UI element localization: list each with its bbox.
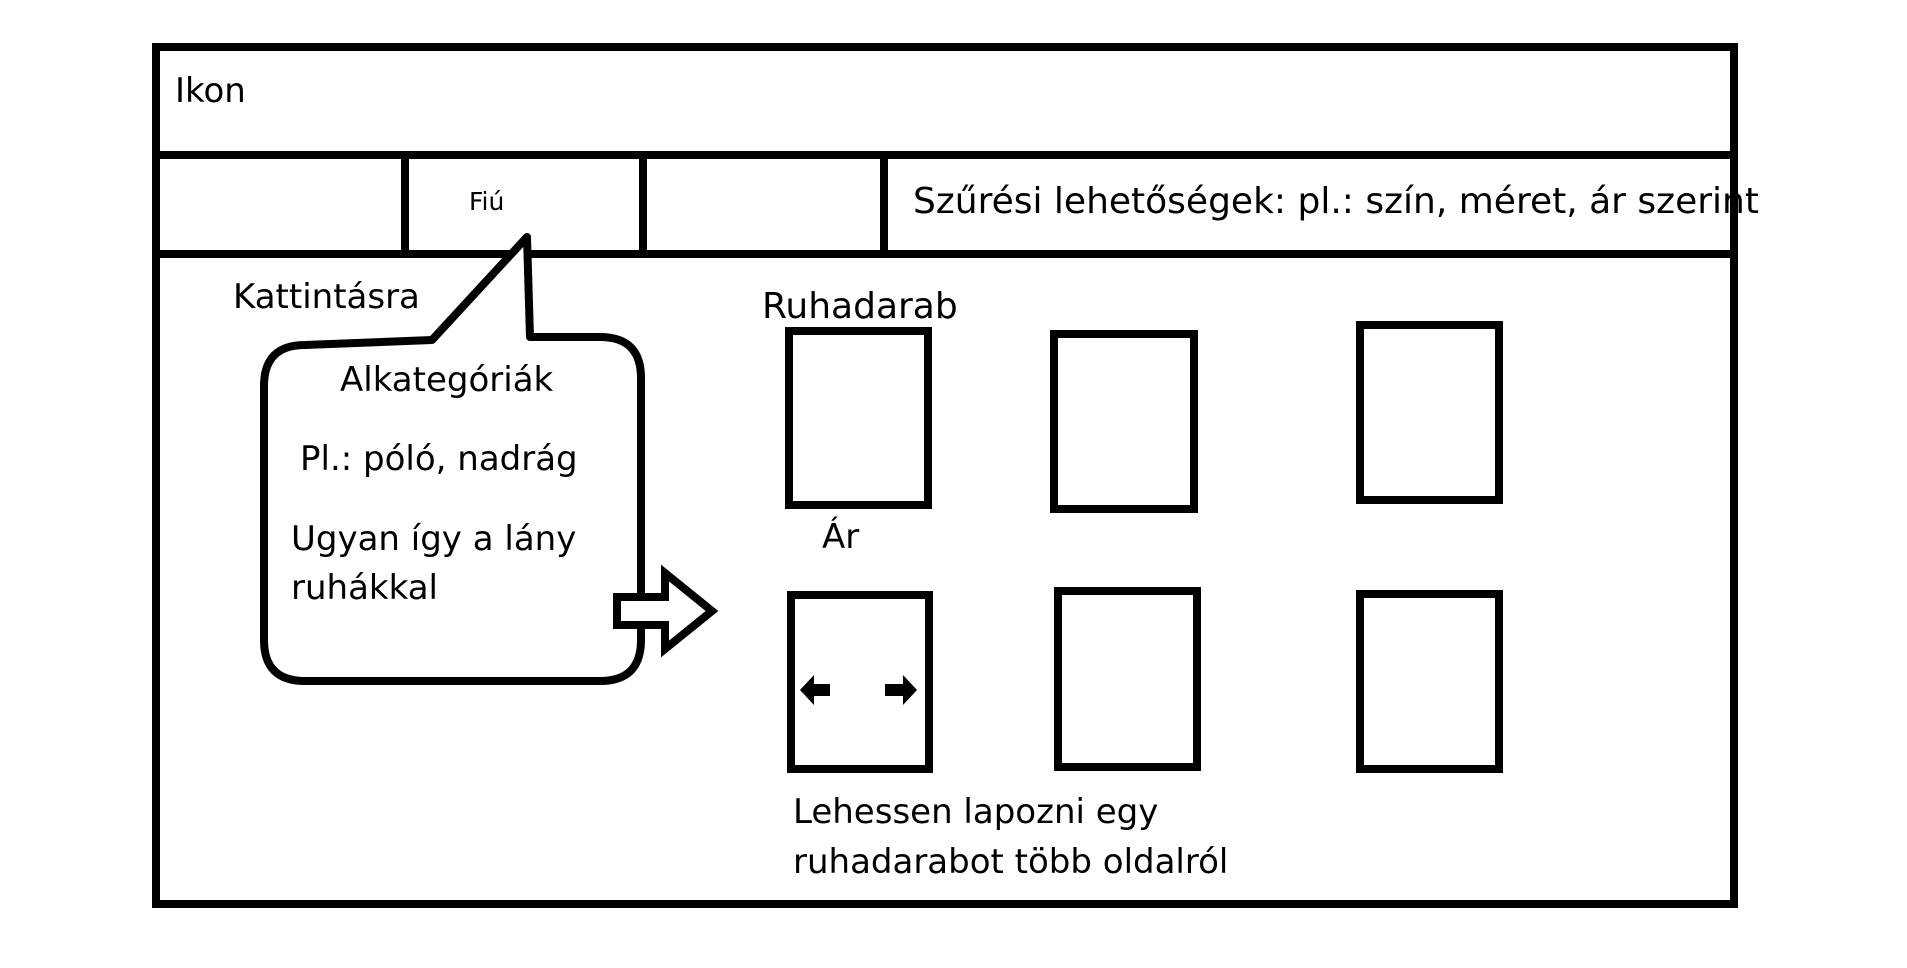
subcategories-title: Alkategóriák (340, 360, 554, 400)
product-item-label: Ruhadarab (762, 286, 958, 327)
callout-bubble (260, 233, 645, 685)
arrow-right-icon[interactable] (885, 675, 917, 705)
tab-fiu-label[interactable]: Fiú (469, 187, 505, 216)
product-card-3[interactable] (1356, 321, 1503, 504)
product-card-6[interactable] (1356, 590, 1503, 773)
product-card-4[interactable] (787, 591, 933, 773)
product-card-5[interactable] (1054, 587, 1201, 771)
app-icon-label[interactable]: Ikon (175, 71, 246, 111)
arrow-left-icon[interactable] (800, 675, 830, 705)
callout-note-line2: ruhákkal (291, 568, 438, 608)
paging-note-line1: Lehessen lapozni egy (793, 792, 1159, 832)
tab-1[interactable] (160, 159, 401, 250)
product-card-2[interactable] (1050, 330, 1198, 513)
click-trigger-label: Kattintásra (233, 277, 420, 317)
outer-frame (152, 43, 1738, 908)
product-price-label: Ár (822, 517, 860, 557)
callout-note-line1: Ugyan így a lány (291, 519, 577, 559)
tab-3[interactable] (647, 159, 880, 250)
subcategories-example: Pl.: póló, nadrág (300, 439, 578, 479)
filter-options-label: Szűrési lehetőségek: pl.: szín, méret, á… (913, 181, 1759, 222)
product-card-1[interactable] (785, 327, 932, 509)
right-arrow-icon (613, 564, 719, 658)
paging-note-line2: ruhadarabot több oldalról (793, 842, 1229, 882)
